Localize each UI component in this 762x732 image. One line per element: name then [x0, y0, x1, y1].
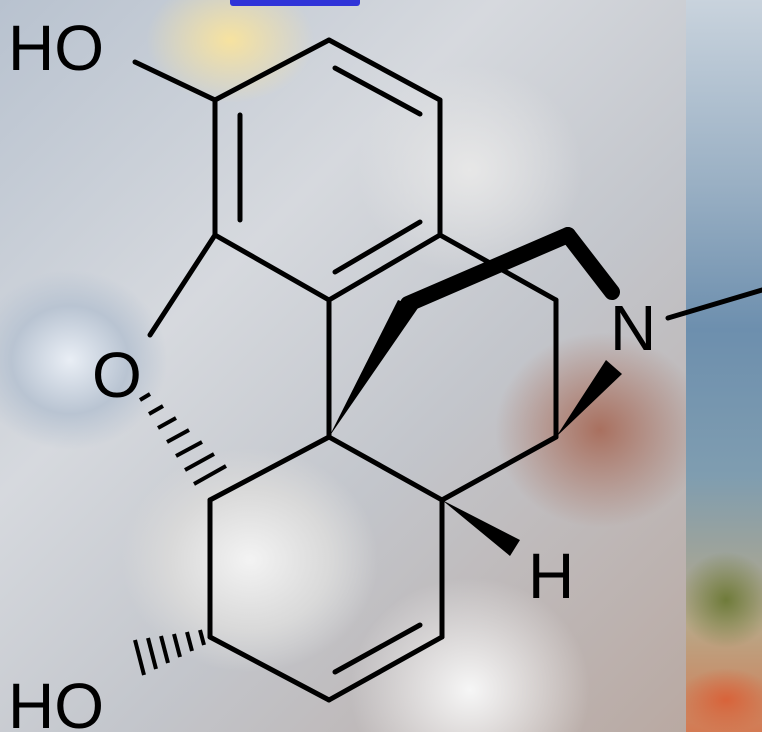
hashed-bond-o — [138, 392, 227, 486]
heading-fragment — [230, 0, 360, 6]
hashed-bond-ho-bottom — [133, 629, 206, 676]
atom-label-o: O — [92, 339, 142, 411]
bond — [147, 232, 218, 338]
atom-label-n: N — [610, 292, 656, 364]
bond — [326, 634, 445, 703]
wedge-bond — [329, 300, 418, 437]
atom-label-ho-top: HO — [8, 12, 104, 84]
bond-n-methyl — [665, 287, 762, 321]
bold-bond — [400, 227, 576, 312]
wedge-bond — [556, 360, 622, 437]
bond — [437, 232, 559, 303]
bond — [212, 37, 332, 103]
wedge-bond-h — [442, 500, 520, 556]
bold-bond — [560, 227, 620, 300]
bond — [207, 634, 332, 703]
bond — [212, 232, 332, 303]
atom-label-h: H — [528, 540, 574, 612]
double-bond-inner — [332, 65, 423, 117]
bond — [207, 434, 332, 503]
bond — [326, 37, 443, 103]
background-photo-left — [0, 0, 686, 732]
bond — [439, 434, 559, 503]
double-bond-inner — [332, 219, 423, 275]
bond — [326, 434, 445, 503]
atom-label-ho-bottom: HO — [8, 670, 104, 732]
bond — [326, 232, 443, 303]
bond-ho-top — [132, 59, 218, 103]
background-photo-right — [686, 0, 762, 732]
double-bond-inner — [332, 622, 423, 675]
